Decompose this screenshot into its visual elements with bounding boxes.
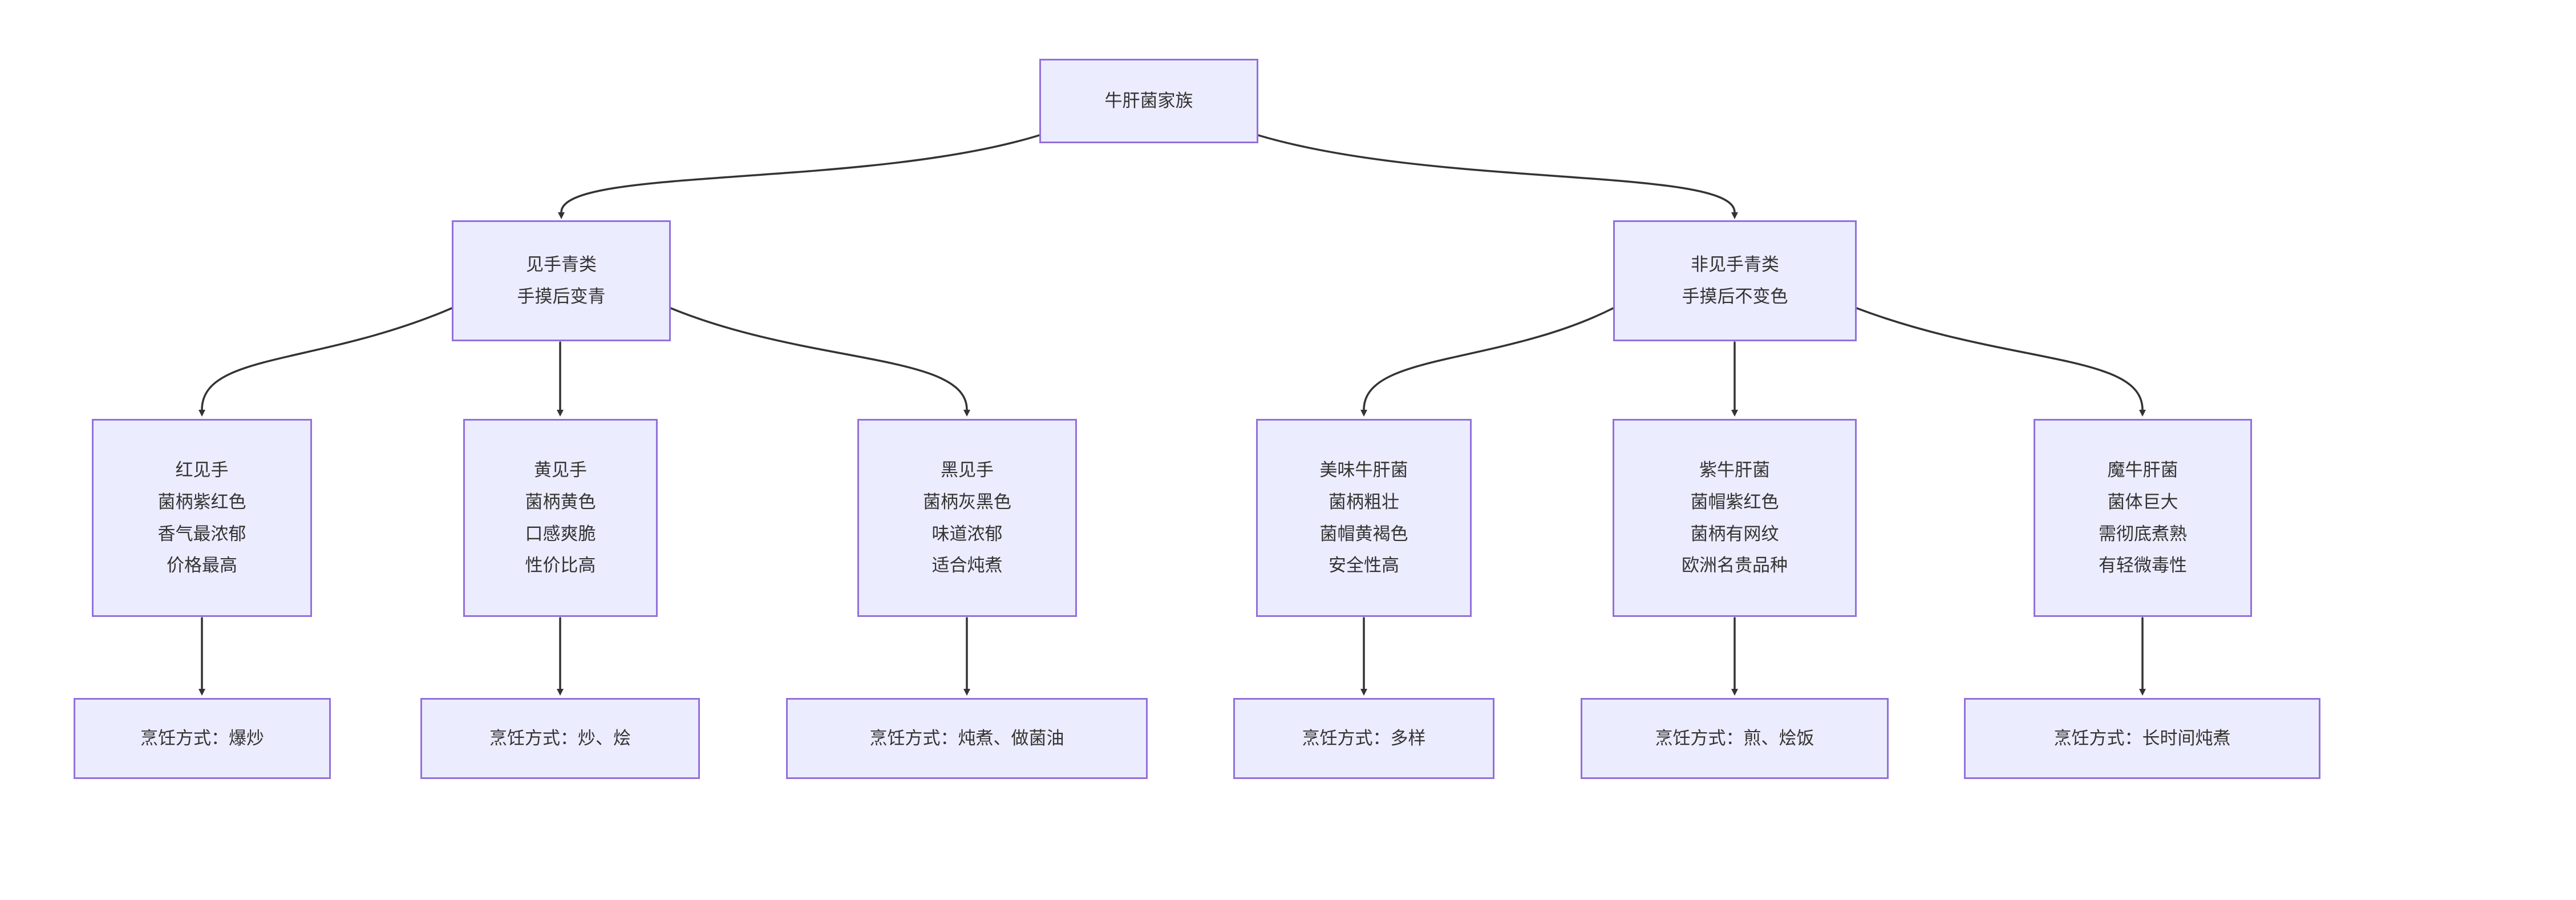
node-text-line: 菌柄灰黑色 xyxy=(923,491,1011,512)
node-text-line: 安全性高 xyxy=(1328,555,1399,576)
node-text-line: 菌柄紫红色 xyxy=(157,491,246,512)
node-text-line: 烹饪方式：长时间炖煮 xyxy=(2053,728,2231,749)
node-cooking-black-hand: 烹饪方式：炖煮、做菌油 xyxy=(786,698,1148,779)
node-text-line: 香气最浓郁 xyxy=(157,523,246,544)
node-text-line: 黑见手 xyxy=(941,459,994,480)
node-red-hand: 红见手 菌柄紫红色 香气最浓郁 价格最高 xyxy=(92,419,312,617)
node-text-line: 菌帽黄褐色 xyxy=(1319,523,1408,544)
node-text-line: 有轻微毒性 xyxy=(2099,555,2187,576)
node-yellow-hand: 黄见手 菌柄黄色 口感爽脆 性价比高 xyxy=(463,419,658,617)
node-text-line: 非见手青类 xyxy=(1691,255,1779,275)
edge-root-to-green-hand xyxy=(558,134,1040,219)
node-cooking-devil-bolete: 烹饪方式：长时间炖煮 xyxy=(1964,698,2320,779)
node-text-line: 烹饪方式：煎、烩饭 xyxy=(1655,728,1814,749)
node-text-line: 味道浓郁 xyxy=(931,523,1003,544)
node-text-line: 美味牛肝菌 xyxy=(1319,459,1408,480)
node-text-line: 口感爽脆 xyxy=(525,523,596,544)
node-text-line: 烹饪方式：多样 xyxy=(1302,728,1426,749)
node-text-line: 需彻底煮熟 xyxy=(2099,523,2187,544)
node-black-hand: 黑见手 菌柄灰黑色 味道浓郁 适合炖煮 xyxy=(857,419,1077,617)
node-text-line: 菌柄黄色 xyxy=(525,491,596,512)
node-text-line: 价格最高 xyxy=(167,555,237,576)
node-green-hand-type: 见手青类 手摸后变青 xyxy=(452,220,671,341)
edge-green-to-red-hand xyxy=(199,307,453,417)
node-text-line: 红见手 xyxy=(175,459,229,480)
node-delicious-bolete: 美味牛肝菌 菌柄粗壮 菌帽黄褐色 安全性高 xyxy=(1256,419,1472,617)
node-text-line: 手摸后不变色 xyxy=(1682,286,1788,306)
node-text-line: 菌柄粗壮 xyxy=(1328,491,1399,512)
node-text-line: 适合炖煮 xyxy=(931,555,1003,576)
node-non-green-hand-type: 非见手青类 手摸后不变色 xyxy=(1613,220,1857,341)
node-text-line: 菌帽紫红色 xyxy=(1690,491,1779,512)
node-cooking-yellow-hand: 烹饪方式：炒、烩 xyxy=(420,698,700,779)
node-bolete-family: 牛肝菌家族 xyxy=(1039,59,1258,143)
node-text-line: 黄见手 xyxy=(534,459,587,480)
node-devil-bolete: 魔牛肝菌 菌体巨大 需彻底煮熟 有轻微毒性 xyxy=(2034,419,2252,617)
node-text-line: 手摸后变青 xyxy=(517,286,606,306)
node-text-line: 菌柄有网纹 xyxy=(1690,523,1779,544)
edge-nongreen-to-devil xyxy=(1856,307,2146,417)
node-text-line: 烹饪方式：炒、烩 xyxy=(489,728,631,749)
node-text-line: 欧洲名贵品种 xyxy=(1682,555,1788,576)
node-text-line: 魔牛肝菌 xyxy=(2107,459,2178,480)
node-cooking-red-hand: 烹饪方式：爆炒 xyxy=(74,698,331,779)
node-text-line: 烹饪方式：爆炒 xyxy=(140,728,264,749)
node-text-line: 紫牛肝菌 xyxy=(1699,459,1770,480)
node-purple-bolete: 紫牛肝菌 菌帽紫红色 菌柄有网纹 欧洲名贵品种 xyxy=(1613,419,1857,617)
node-cooking-purple-bolete: 烹饪方式：煎、烩饭 xyxy=(1581,698,1889,779)
edge-green-to-black-hand xyxy=(670,307,970,417)
edge-root-to-non-green-hand xyxy=(1257,134,1738,219)
edge-nongreen-to-delicious xyxy=(1360,307,1614,417)
node-text-line: 性价比高 xyxy=(525,555,596,576)
node-text-line: 见手青类 xyxy=(526,255,597,275)
node-cooking-delicious-bolete: 烹饪方式：多样 xyxy=(1233,698,1494,779)
node-text-line: 烹饪方式：炖煮、做菌油 xyxy=(869,728,1064,749)
node-text-line: 菌体巨大 xyxy=(2107,491,2178,512)
node-text-line: 牛肝菌家族 xyxy=(1104,91,1193,111)
